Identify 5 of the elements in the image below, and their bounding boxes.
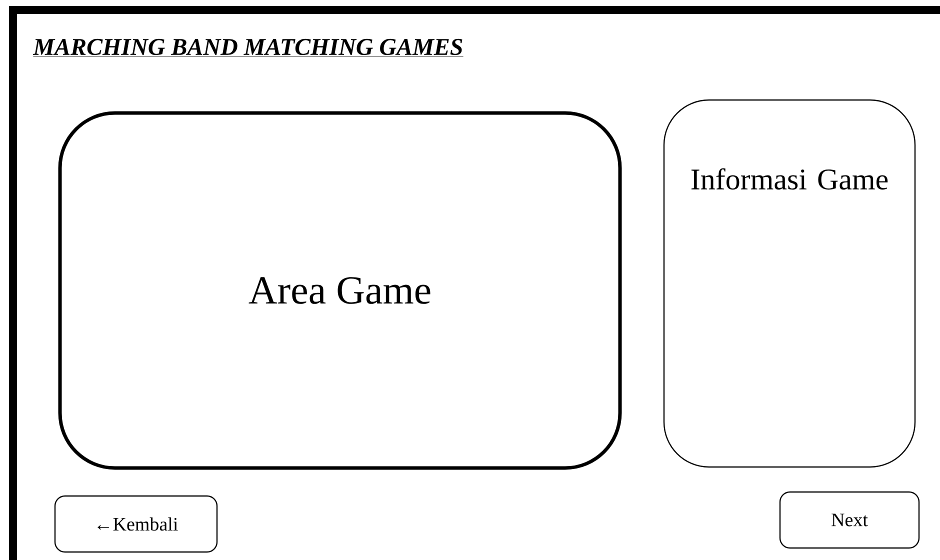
- title: MARCHING BAND MATCHING GAMES: [32, 38, 464, 57]
- game-area-panel: Area Game: [58, 111, 622, 470]
- info-panel: Informasi Game: [663, 99, 916, 468]
- back-button: ←Kembali: [54, 495, 218, 553]
- next-button: Next: [779, 491, 920, 549]
